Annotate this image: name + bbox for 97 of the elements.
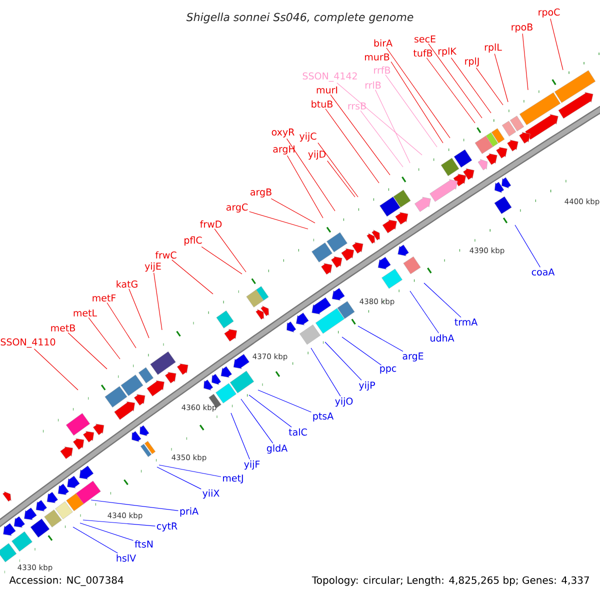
gene-label: btuB	[312, 100, 332, 108]
leader-line	[34, 348, 78, 390]
gene-label: rpoC	[538, 8, 560, 18]
gene-label: pflC	[184, 236, 202, 246]
leader-line	[286, 155, 324, 218]
gene-label: gldA	[266, 444, 288, 454]
leader-line	[514, 224, 540, 268]
accession-text: Accession: NC_007384	[9, 576, 124, 586]
leader-line	[286, 138, 336, 212]
gene-label: udhA	[430, 334, 454, 342]
leader-line	[342, 336, 382, 366]
gene-label: hslV	[116, 554, 136, 562]
gene-label: SSON_4110	[0, 338, 56, 348]
leader-line	[358, 326, 404, 352]
leader-line	[270, 198, 316, 224]
leader-line	[128, 288, 150, 338]
gene-label: rplL	[484, 43, 502, 53]
leader-line	[410, 290, 439, 334]
leader-line	[325, 108, 380, 184]
gene-label: murB	[365, 53, 390, 61]
gene-label: frwD	[200, 220, 222, 228]
gene-label: ppc	[380, 366, 396, 374]
title: Shigella sonnei Ss046, complete genome	[186, 12, 414, 24]
leader-line	[550, 18, 564, 70]
leader-line	[154, 272, 162, 330]
leader-line	[106, 302, 136, 348]
gene-label: ftsN	[134, 540, 153, 548]
leader-line	[476, 68, 504, 106]
leader-line	[258, 390, 312, 412]
gene-label: cytR	[156, 522, 178, 532]
gene-label: yijF	[244, 460, 260, 470]
gene-label: coaA	[532, 268, 555, 276]
gene-label: argH	[273, 146, 294, 154]
gene-label: argB	[250, 188, 272, 198]
gene-label: trmA	[454, 318, 478, 326]
gene-label: yiiX	[202, 489, 220, 499]
leader-line	[249, 211, 308, 230]
leader-line	[360, 110, 404, 168]
gene-label: yijP	[358, 381, 375, 391]
gene-label: rrlB	[365, 81, 381, 89]
gene-label: tufB	[413, 49, 432, 57]
leader-line	[88, 317, 120, 360]
leader-line	[82, 520, 156, 526]
gene-label: rplJ	[465, 57, 479, 67]
leader-line	[72, 526, 118, 554]
gene-label: ptsA	[313, 412, 334, 422]
leader-line	[336, 82, 422, 156]
gene-label: secE	[414, 35, 436, 43]
gene-label: talC	[288, 428, 307, 436]
gene-label: yijC	[300, 132, 316, 142]
leader-line	[330, 94, 390, 176]
leader-line	[386, 48, 450, 138]
leader-line	[201, 246, 242, 274]
gene-label: rrsB	[348, 102, 366, 110]
leader-line	[68, 332, 108, 370]
gene-label: rrfB	[374, 66, 390, 74]
gene-label: frwC	[155, 251, 176, 259]
gene-label: yijE	[144, 262, 161, 272]
leader-line	[214, 228, 246, 272]
gene-label: SSON_4142	[302, 72, 357, 82]
leader-line	[522, 33, 528, 90]
leader-line	[156, 466, 202, 490]
leader-line	[310, 348, 341, 396]
gene-label: metJ	[223, 474, 243, 484]
leader-line	[390, 61, 444, 144]
gene-label: metF	[92, 294, 116, 302]
leader-line	[324, 342, 362, 380]
leader-line	[248, 394, 292, 428]
gene-label: birA	[374, 39, 392, 47]
leader-line	[424, 282, 462, 318]
gene-label: metL	[74, 309, 97, 317]
gene-label: argE	[402, 352, 424, 362]
gene-label: rpoB	[512, 24, 532, 32]
gene-label: yijD	[308, 150, 326, 160]
gene-label: katG	[116, 280, 138, 288]
gene-label: argC	[226, 203, 248, 213]
leader-line	[426, 58, 476, 124]
leader-line	[80, 522, 134, 541]
leader-line	[327, 160, 356, 198]
gene-label: yijO	[335, 397, 353, 407]
leader-line	[158, 464, 222, 478]
leader-line	[450, 58, 492, 114]
gene-label: priA	[180, 507, 198, 517]
leader-line	[90, 500, 179, 511]
leader-line	[172, 260, 214, 294]
leader-line	[318, 142, 358, 198]
leader-line	[494, 54, 508, 102]
genome-info-text: Topology: circular; Length: 4,825,265 bp; Genes: 4,337	[312, 576, 589, 586]
leader-line	[428, 43, 482, 118]
leader-line	[385, 74, 438, 148]
leader-line	[240, 398, 274, 444]
gene-label: murI	[316, 86, 338, 94]
leader-line	[230, 412, 250, 460]
leader-line	[374, 90, 410, 164]
gene-label: metB	[51, 324, 75, 332]
gene-label: rplK	[438, 47, 457, 57]
gene-label: oxyR	[272, 128, 294, 138]
